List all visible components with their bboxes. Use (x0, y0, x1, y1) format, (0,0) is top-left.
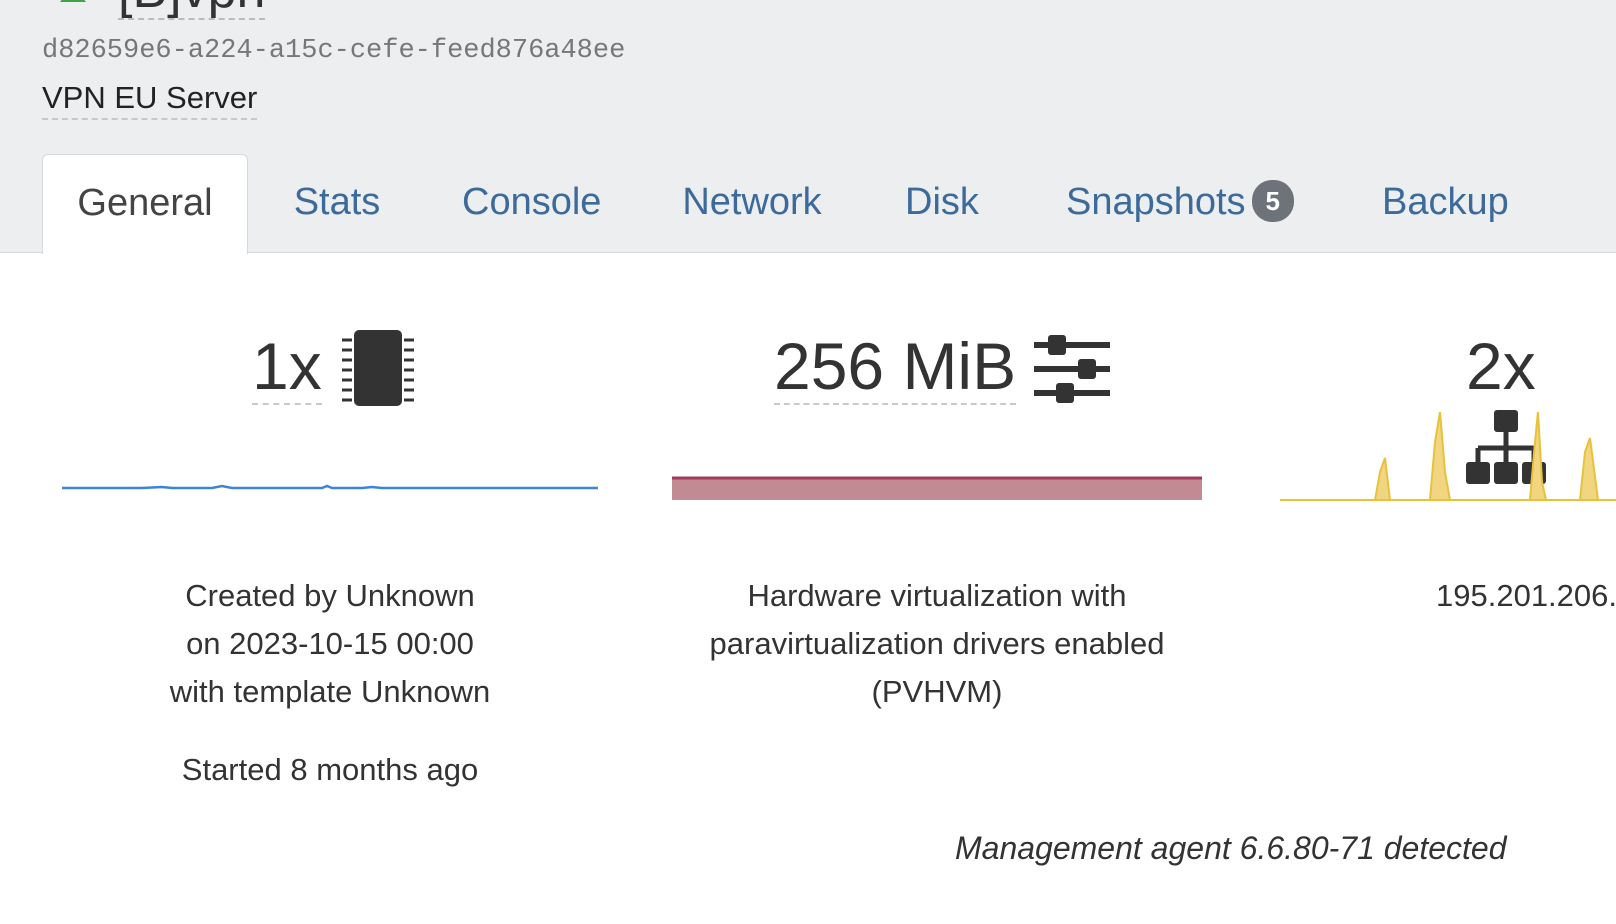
tab-console[interactable]: Console (462, 154, 602, 252)
created-date-text: on 2023-10-15 00:00 (186, 626, 474, 661)
tab-label: Backup (1382, 181, 1509, 223)
power-state-icon (60, 0, 86, 2)
tab-general[interactable]: General (42, 154, 248, 254)
memory-value[interactable]: 256 MiB (774, 329, 1017, 405)
network-metric: 2x (1466, 326, 1616, 490)
tab-label: General (77, 182, 213, 224)
virtualization-info: Hardware virtualization with paravirtual… (672, 572, 1202, 716)
network-icon (1466, 409, 1546, 484)
created-by-text: Created by Unknown (185, 578, 475, 613)
sliders-icon (1034, 334, 1111, 403)
memory-usage-chart (672, 476, 1202, 500)
tab-label: Network (682, 181, 822, 223)
tab-stats[interactable]: Stats (292, 154, 382, 252)
management-agent-status: Management agent 6.6.80-71 detected (955, 830, 1507, 866)
cpu-count[interactable]: 1x (252, 329, 322, 405)
virtualization-line1: Hardware virtualization with (747, 578, 1127, 613)
tab-disk[interactable]: Disk (904, 154, 980, 252)
cpu-metric: 1x (252, 326, 416, 412)
tab-backup[interactable]: Backup (1382, 154, 1509, 252)
created-template-text: with template Unknown (169, 674, 491, 709)
virtualization-line3: (PVHVM) (871, 674, 1003, 709)
network-sparkline (1280, 412, 1616, 501)
creation-info: Created by Unknown on 2023-10-15 00:00 w… (110, 572, 550, 794)
tab-label: Stats (293, 181, 381, 223)
tab-label: Snapshots (1065, 181, 1246, 223)
tab-label: Console (462, 181, 602, 223)
cpu-sparkline (62, 484, 598, 490)
cpu-chip-icon (342, 329, 415, 406)
virtualization-line2: paravirtualization drivers enabled (709, 626, 1165, 661)
ip-address[interactable]: 195.201.206. (1436, 578, 1616, 613)
tab-label: Disk (905, 181, 979, 223)
vm-header: [B]vpn d82659e6-a224-a15c-cefe-feed876a4… (0, 0, 1616, 254)
vm-description[interactable]: VPN EU Server (42, 80, 258, 120)
vm-name[interactable]: [B]vpn (118, 0, 266, 20)
tab-network[interactable]: Network (682, 154, 822, 252)
memory-metric: 256 MiB (774, 326, 1111, 407)
network-count[interactable]: 2x (1466, 329, 1536, 403)
vm-uuid: d82659e6-a224-a15c-cefe-feed876a48ee (42, 36, 626, 66)
snapshot-count-badge: 5 (1251, 179, 1295, 222)
started-text: Started 8 months ago (181, 752, 479, 787)
